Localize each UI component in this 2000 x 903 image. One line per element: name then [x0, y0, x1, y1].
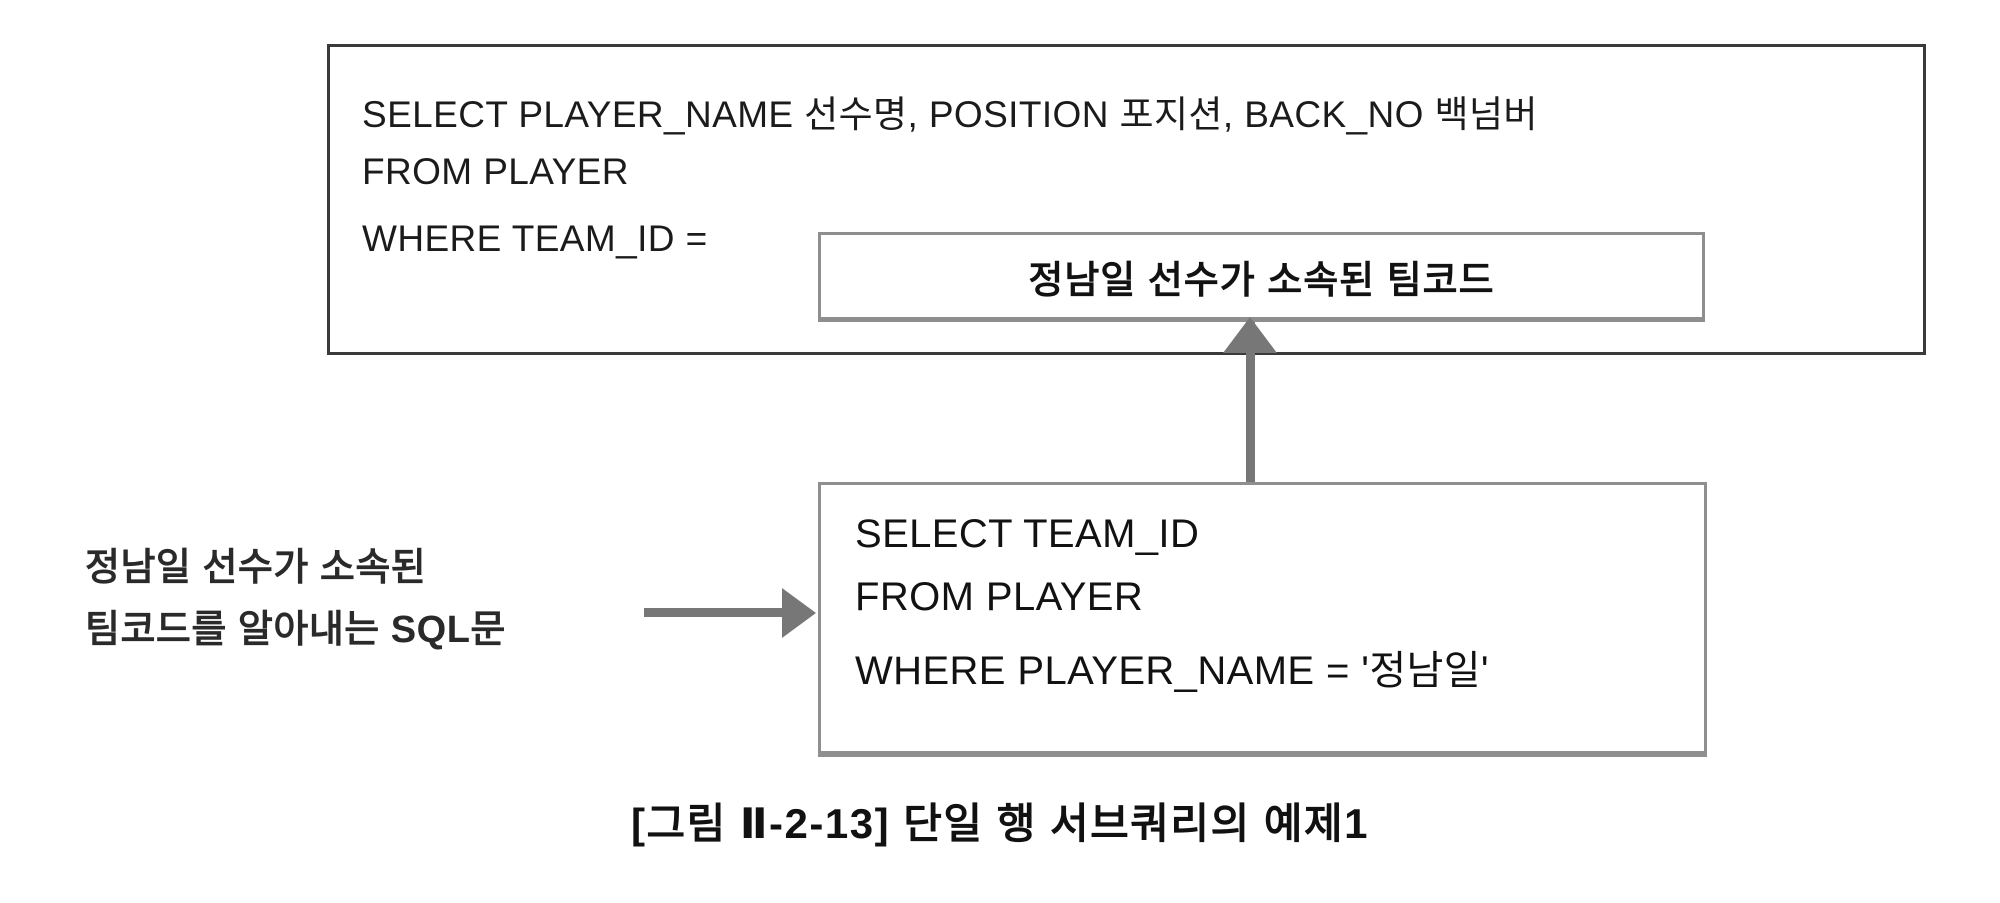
arrow-up-icon [1223, 317, 1277, 353]
annotation-block: 정남일 선수가 소속된 팀코드를 알아내는 SQL문 [85, 537, 645, 661]
subquery-line-where: WHERE PLAYER_NAME = '정남일' [855, 649, 1489, 693]
main-query-line-where: WHERE TEAM_ID = [362, 218, 708, 259]
figure-caption: [그림 Ⅱ-2-13] 단일 행 서브쿼리의 예제1 [630, 800, 1370, 847]
annotation-line-1: 정남일 선수가 소속된 [85, 547, 427, 589]
main-query-line-select: SELECT PLAYER_NAME 선수명, POSITION 포지션, BA… [362, 94, 1538, 135]
subquery-box: SELECT TEAM_ID FROM PLAYER WHERE PLAYER_… [818, 482, 1707, 757]
vertical-connector-line [1246, 322, 1255, 482]
subquery-line-from: FROM PLAYER [855, 575, 1144, 619]
subquery-placeholder-label: 정남일 선수가 소속된 팀코드 [1028, 259, 1495, 302]
annotation-line-2: 팀코드를 알아내는 SQL문 [85, 609, 506, 651]
horizontal-connector-line [644, 608, 789, 617]
subquery-line-select: SELECT TEAM_ID [855, 512, 1200, 556]
main-query-line-from: FROM PLAYER [362, 151, 629, 192]
subquery-placeholder-box: 정남일 선수가 소속된 팀코드 [818, 232, 1705, 322]
arrow-right-icon [782, 588, 816, 638]
